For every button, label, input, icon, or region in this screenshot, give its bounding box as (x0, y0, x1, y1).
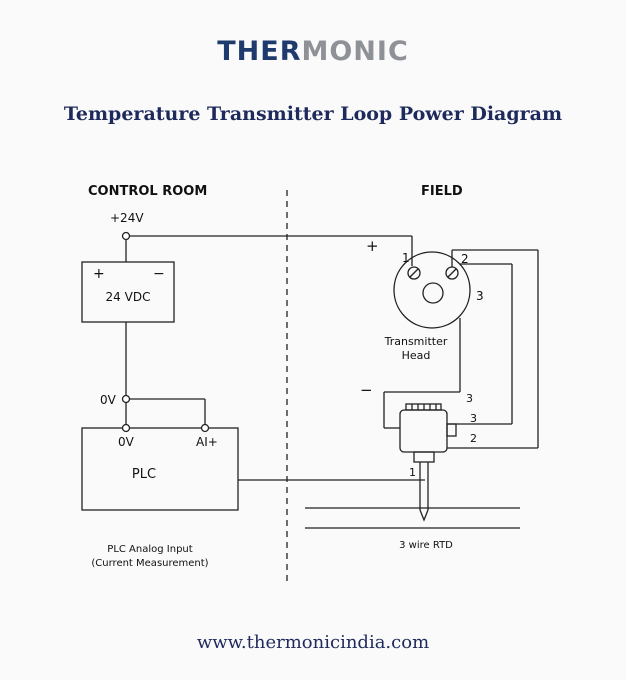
transmitter-label-line1: Transmitter (384, 335, 448, 348)
loop-minus-label: − (360, 381, 373, 399)
plus24v-label: +24V (110, 211, 144, 225)
rtd-label: 3 wire RTD (399, 540, 453, 551)
terminal-1-screw (407, 266, 421, 280)
plc-box (81, 427, 239, 511)
rtd-wire-2-label: 2 (470, 432, 477, 445)
terminal-3-label: 3 (476, 289, 484, 303)
loop-plus-label: + (366, 237, 379, 255)
node-0v (121, 394, 131, 404)
plc-ai-label: AI+ (196, 435, 218, 449)
rtd-housing (399, 409, 448, 453)
brand-logo-part1: THER (217, 36, 302, 67)
node-24v (121, 231, 131, 241)
brand-logo-part2: MONIC (301, 36, 409, 67)
rtd-probe-tip (419, 509, 429, 522)
plc-note-line1: PLC Analog Input (107, 544, 192, 555)
psu-minus-label: − (153, 266, 165, 282)
rtd-neck (413, 451, 435, 463)
transmitter-head (393, 251, 471, 329)
transmitter-label-line2: Head (402, 349, 431, 362)
zero-v-label: 0V (100, 393, 117, 407)
plc-label: PLC (132, 467, 156, 482)
plc-note-line2: (Current Measurement) (91, 558, 208, 569)
terminal-1-label: 1 (402, 251, 410, 265)
transmitter-center-hole (422, 282, 444, 304)
field-label: FIELD (421, 184, 463, 199)
control-room-label: CONTROL ROOM (88, 184, 207, 199)
rtd-wire-3a-label: 3 (466, 392, 473, 405)
page-title: Temperature Transmitter Loop Power Diagr… (63, 103, 563, 125)
node-plc-0v (121, 423, 131, 433)
psu-label: 24 VDC (106, 290, 151, 304)
plc-0v-label: 0V (118, 435, 135, 449)
brand-logo: THERMONIC (0, 36, 626, 67)
rtd-wire-3b-label: 3 (470, 412, 477, 425)
rtd-side-port (446, 423, 457, 437)
terminal-2-label: 2 (461, 252, 469, 266)
psu-plus-label: + (93, 266, 105, 282)
footer-url: www.thermonicindia.com (196, 632, 430, 653)
terminal-2-slot (447, 268, 457, 278)
rtd-wire-1-label: 1 (409, 466, 416, 479)
psu-box (81, 261, 175, 323)
node-plc-ai (200, 423, 210, 433)
terminal-1-slot (409, 268, 419, 278)
